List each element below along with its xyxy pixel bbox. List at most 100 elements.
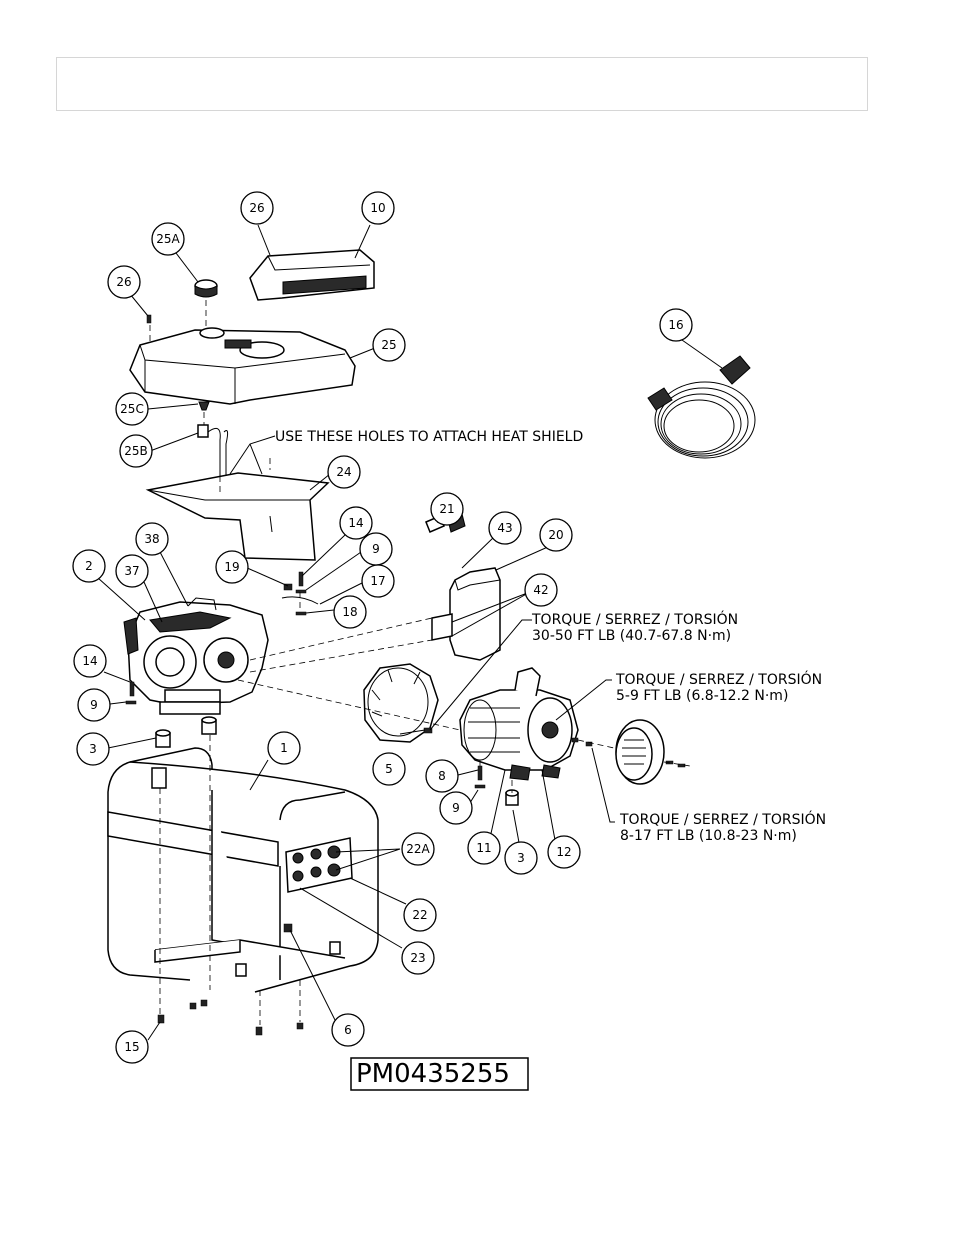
heat-shield-note: USE THESE HOLES TO ATTACH HEAT SHIELD xyxy=(275,429,583,445)
svg-text:10: 10 xyxy=(370,201,385,215)
callout-11: 11 xyxy=(467,831,501,865)
callout-25b: 25B xyxy=(119,434,153,468)
callout-leader-lines xyxy=(97,224,723,1041)
assembly-dashed-lines xyxy=(149,325,691,1025)
svg-text:25C: 25C xyxy=(120,402,144,416)
svg-text:17: 17 xyxy=(370,574,385,588)
control-panel-drawing xyxy=(285,837,353,893)
callout-14: 14 xyxy=(339,506,373,540)
svg-text:12: 12 xyxy=(556,845,571,859)
callout-6: 6 xyxy=(331,1013,365,1047)
muffler-drawing xyxy=(431,567,501,661)
torque-note-3-line-2: 8-17 FT LB (10.8-23 N·m) xyxy=(620,828,797,844)
alternator-drawing xyxy=(459,667,579,781)
svg-text:43: 43 xyxy=(497,521,512,535)
svg-text:6: 6 xyxy=(344,1023,352,1037)
callout-26: 26 xyxy=(107,265,141,299)
header-box xyxy=(56,57,868,111)
svg-text:9: 9 xyxy=(452,801,460,815)
svg-text:21: 21 xyxy=(439,502,454,516)
svg-text:23: 23 xyxy=(410,951,425,965)
fan-housing-drawing xyxy=(363,663,439,743)
model-number: PM0435255 xyxy=(356,1059,510,1089)
heat-shield-drawing xyxy=(145,472,330,561)
svg-text:42: 42 xyxy=(533,583,548,597)
svg-text:15: 15 xyxy=(124,1040,139,1054)
torque-note-1-line-2: 30-50 FT LB (40.7-67.8 N·m) xyxy=(532,628,731,644)
callout-16: 16 xyxy=(659,308,693,342)
svg-text:24: 24 xyxy=(336,465,351,479)
svg-text:8: 8 xyxy=(438,769,446,783)
callout-3: 3 xyxy=(76,732,110,766)
svg-text:16: 16 xyxy=(668,318,683,332)
heat-shield-cover-drawing xyxy=(249,249,375,301)
callout-2: 2 xyxy=(72,549,106,583)
fuel-valve-drawing xyxy=(197,401,229,476)
model-number-box: PM0435255 xyxy=(350,1057,529,1091)
callout-21: 21 xyxy=(430,492,464,526)
callout-1: 1 xyxy=(267,731,301,765)
callout-17: 17 xyxy=(361,564,395,598)
bolt-26-drawing xyxy=(146,314,152,324)
svg-text:14: 14 xyxy=(348,516,363,530)
callout-25c: 25C xyxy=(115,392,149,426)
svg-text:5: 5 xyxy=(385,762,393,776)
callout-15: 15 xyxy=(115,1030,149,1064)
callout-12: 12 xyxy=(547,835,581,869)
callout-3: 3 xyxy=(504,841,538,875)
callout-9: 9 xyxy=(359,532,393,566)
callout-10: 10 xyxy=(361,191,395,225)
svg-text:26: 26 xyxy=(116,275,131,289)
svg-text:9: 9 xyxy=(372,542,380,556)
callout-9: 9 xyxy=(77,688,111,722)
vibration-mounts-engine-drawing xyxy=(155,716,217,748)
torque-note-2-line-2: 5-9 FT LB (6.8-12.2 N·m) xyxy=(616,688,788,704)
svg-text:20: 20 xyxy=(548,528,563,542)
torque-note-1-line-1: TORQUE / SERREZ / TORSIÓN xyxy=(531,610,738,628)
callout-43: 43 xyxy=(488,511,522,545)
svg-text:26: 26 xyxy=(249,201,264,215)
fuel-tank-drawing xyxy=(129,327,356,405)
callout-19: 19 xyxy=(215,550,249,584)
hardware-bolts-drawing xyxy=(125,571,319,705)
callout-42: 42 xyxy=(524,573,558,607)
callout-25a: 25A xyxy=(151,222,185,256)
callout-22a: 22A xyxy=(401,832,435,866)
callout-26: 26 xyxy=(240,191,274,225)
torque-note-2-line-1: TORQUE / SERREZ / TORSIÓN xyxy=(615,670,822,688)
svg-text:3: 3 xyxy=(89,742,97,756)
svg-text:22A: 22A xyxy=(406,842,430,856)
svg-text:3: 3 xyxy=(517,851,525,865)
engine-drawing xyxy=(123,597,269,715)
callout-25: 25 xyxy=(372,328,406,362)
callout-20: 20 xyxy=(539,518,573,552)
callout-37: 37 xyxy=(115,554,149,588)
callout-5: 5 xyxy=(372,752,406,786)
svg-text:25A: 25A xyxy=(156,232,180,246)
callout-8: 8 xyxy=(425,759,459,793)
fuel-cap-drawing xyxy=(194,279,218,298)
frame-bottom-hardware-drawing xyxy=(157,923,304,1036)
callout-9: 9 xyxy=(439,791,473,825)
torque-note-3-line-1: TORQUE / SERREZ / TORSIÓN xyxy=(619,810,826,828)
callout-18: 18 xyxy=(333,595,367,629)
svg-text:38: 38 xyxy=(144,532,159,546)
svg-text:11: 11 xyxy=(476,841,491,855)
svg-text:25: 25 xyxy=(381,338,396,352)
callout-23: 23 xyxy=(401,941,435,975)
svg-text:14: 14 xyxy=(82,654,97,668)
power-cord-drawing xyxy=(647,355,756,459)
callout-38: 38 xyxy=(135,522,169,556)
svg-text:22: 22 xyxy=(412,908,427,922)
callout-14: 14 xyxy=(73,644,107,678)
callout-22: 22 xyxy=(403,898,437,932)
svg-text:25B: 25B xyxy=(124,444,148,458)
svg-text:19: 19 xyxy=(224,560,239,574)
svg-text:9: 9 xyxy=(90,698,98,712)
svg-text:37: 37 xyxy=(124,564,139,578)
svg-text:2: 2 xyxy=(85,559,93,573)
svg-text:1: 1 xyxy=(280,741,288,755)
callouts: 26 10 25A 26 25 25C 25B 24 16 21 43 20 4… xyxy=(72,191,693,1064)
notes: USE THESE HOLES TO ATTACH HEAT SHIELD TO… xyxy=(275,429,826,844)
